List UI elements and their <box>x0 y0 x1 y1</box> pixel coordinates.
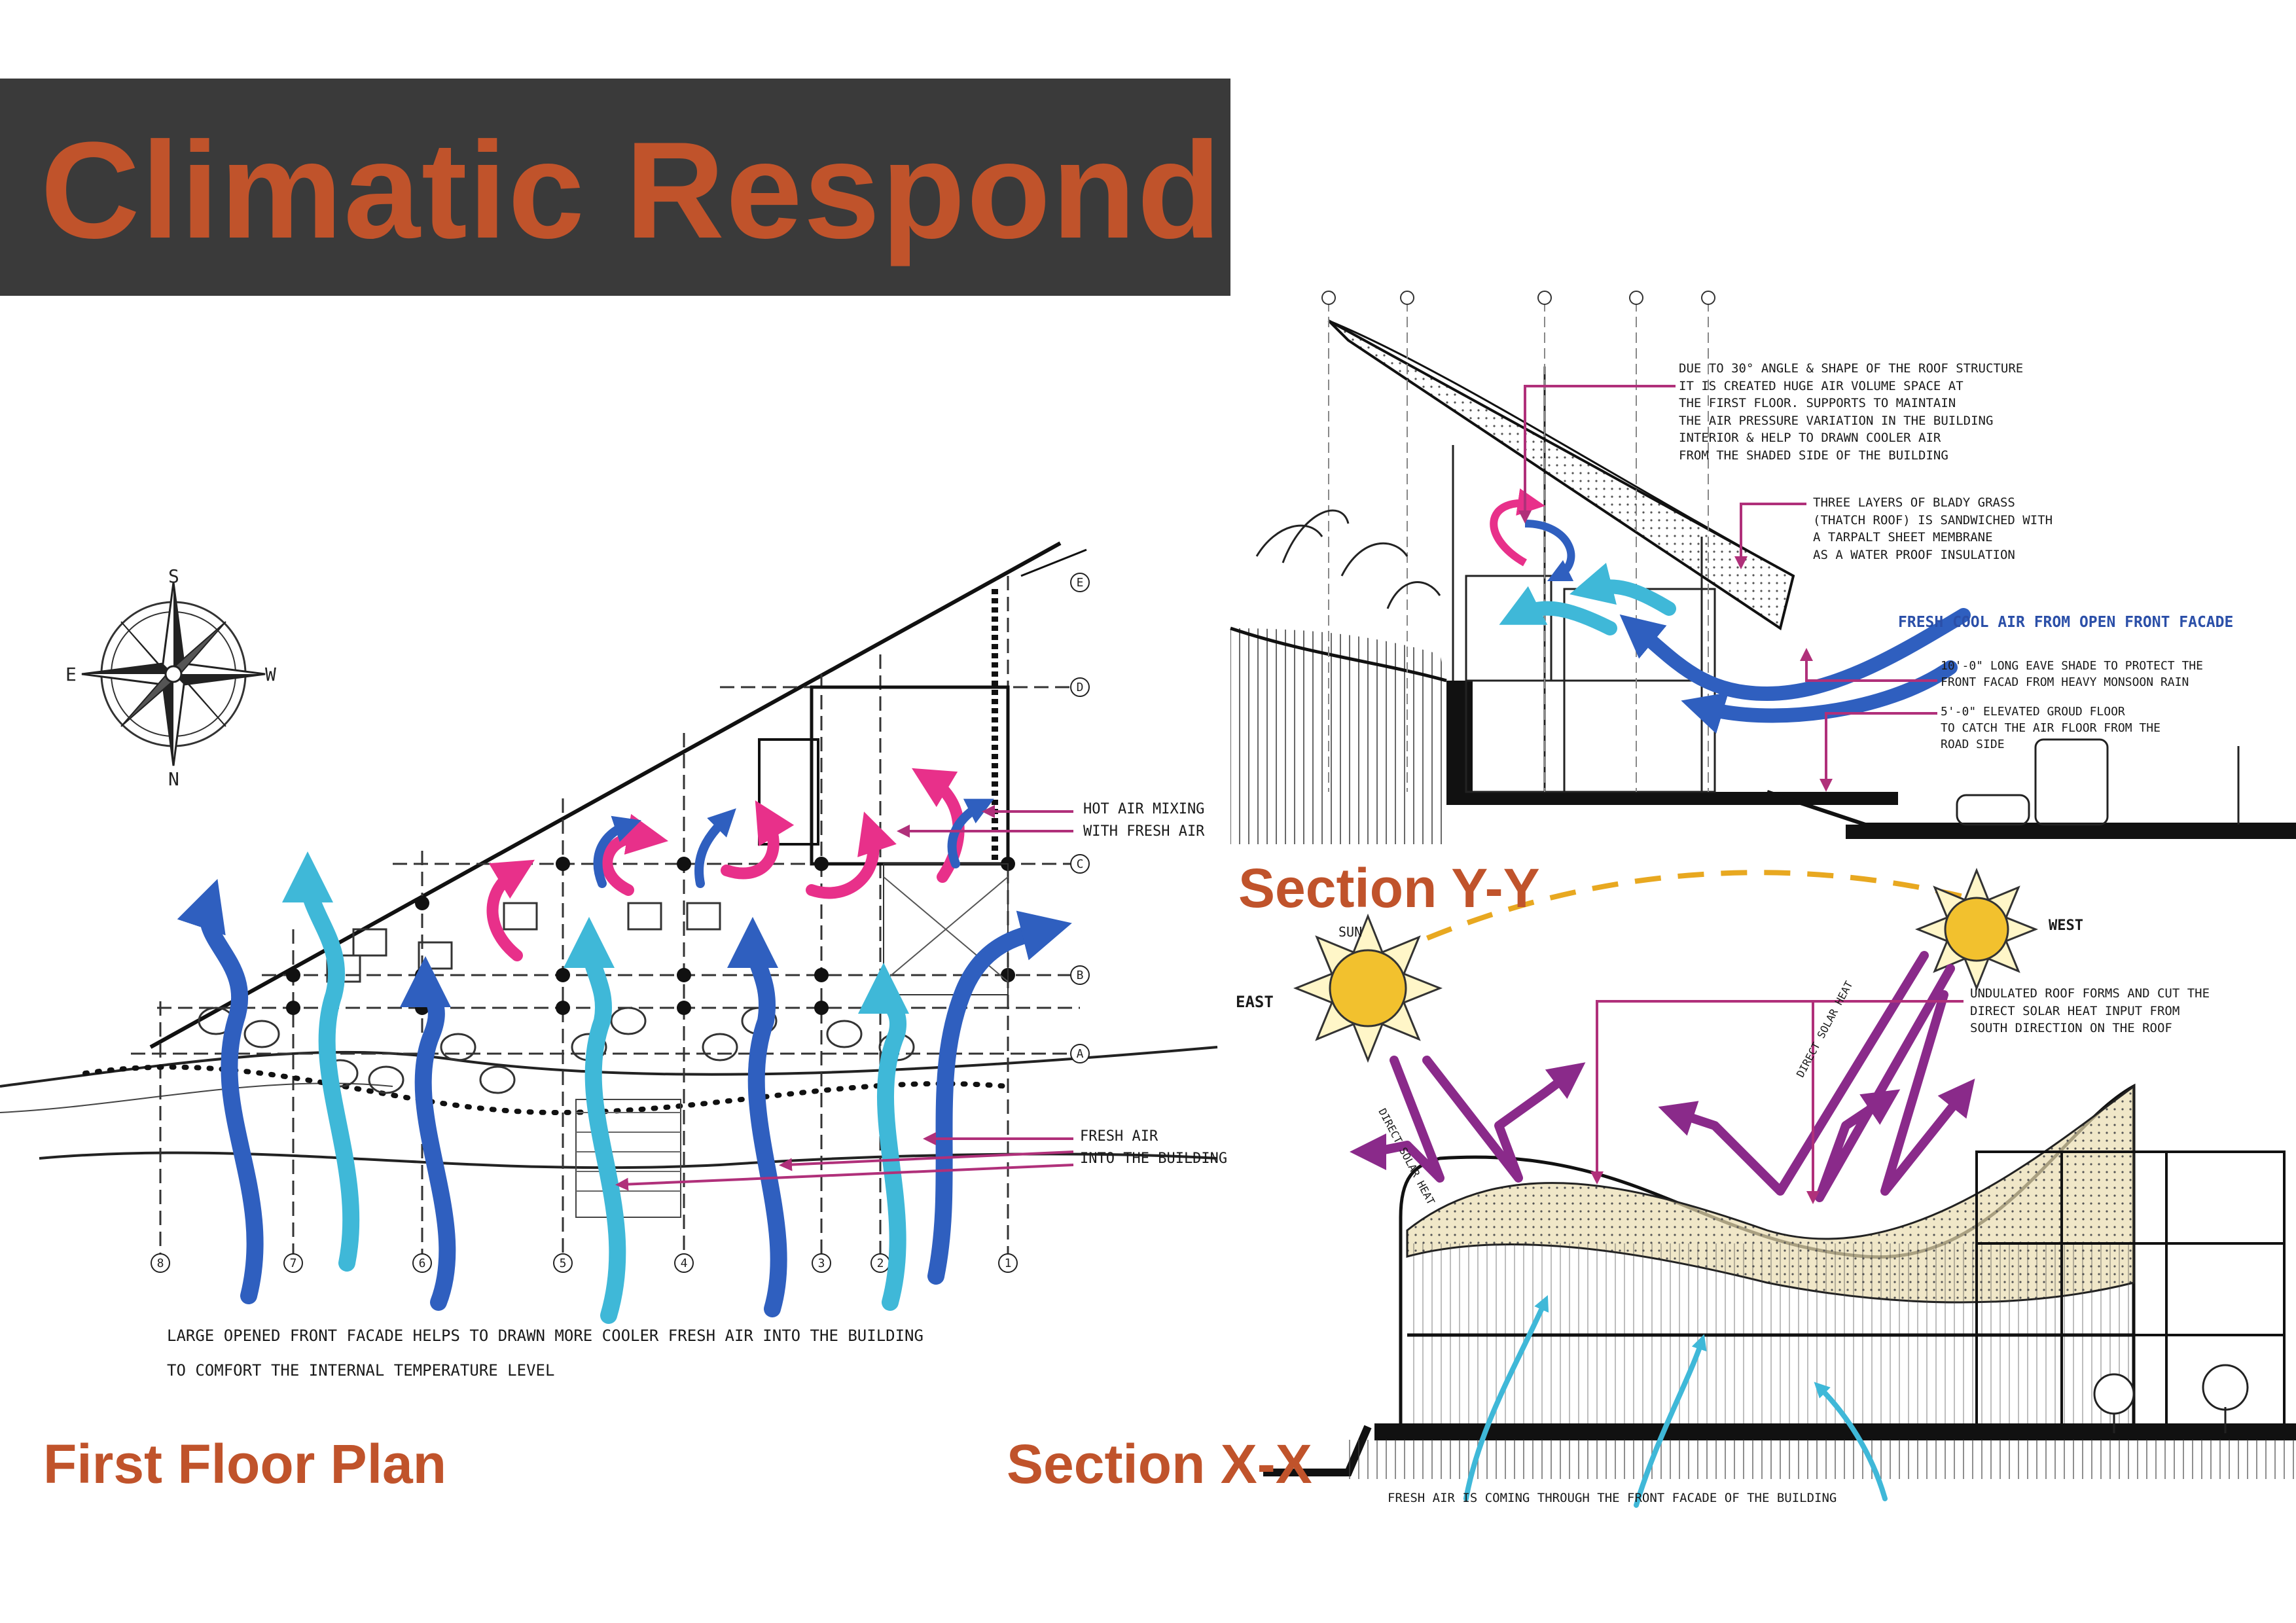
grid-col-label: 4 <box>681 1257 688 1270</box>
compass-w: W <box>265 664 276 685</box>
grid-col-label: 2 <box>877 1257 884 1270</box>
grid-col-label: 1 <box>1005 1257 1012 1270</box>
floor-plan <box>0 541 1218 1324</box>
grid-row-label: B <box>1077 969 1084 982</box>
sun-east-icon <box>1293 913 1443 1063</box>
note-facade-1: LARGE OPENED FRONT FACADE HELPS TO DRAWN… <box>167 1327 924 1345</box>
section-xx-drawing <box>1263 867 2296 1508</box>
section-yy-drawing <box>1230 291 2296 844</box>
grid-col-label: 3 <box>818 1257 825 1270</box>
grid-col-label: 7 <box>290 1257 297 1270</box>
note-thatch: THREE LAYERS OF BLADY GRASS (THATCH ROOF… <box>1813 495 2053 562</box>
note-eave: 10'-0" LONG EAVE SHADE TO PROTECT THE FR… <box>1941 659 2203 690</box>
grid-row-label: C <box>1077 857 1084 871</box>
note-fresh-facade: FRESH AIR IS COMING THROUGH THE FRONT FA… <box>1388 1491 1837 1505</box>
compass-s: S <box>168 565 179 587</box>
note-hot-air-1: HOT AIR MIXING <box>1083 801 1205 817</box>
label-first-floor-plan: First Floor Plan <box>43 1433 447 1495</box>
grid-row-label: D <box>1077 681 1084 694</box>
note-west: WEST <box>2049 918 2083 934</box>
note-roof-forms: UNDULATED ROOF FORMS AND CUT THE DIRECT … <box>1970 986 2210 1036</box>
label-section-xx: Section X-X <box>1007 1433 1312 1495</box>
sun-west-icon <box>1914 867 2039 991</box>
plan-grid-columns: 8 7 6 5 4 3 2 1 <box>157 1257 1012 1270</box>
grid-col-label: 5 <box>560 1257 567 1270</box>
grid-col-label: 8 <box>157 1257 164 1270</box>
grid-col-label: 6 <box>419 1257 426 1270</box>
note-east: EAST <box>1236 993 1274 1011</box>
label-section-yy: Section Y-Y <box>1238 857 1540 919</box>
note-elevated: 5'-0" ELEVATED GROUD FLOOR TO CATCH THE … <box>1941 705 2161 752</box>
title-banner <box>0 79 1230 296</box>
note-sun: SUN <box>1338 924 1363 940</box>
plan-grid-rows: E D C B A <box>1077 576 1084 1061</box>
note-roof-angle: DUE TO 30° ANGLE & SHAPE OF THE ROOF STR… <box>1679 361 2024 463</box>
page-title: Climatic Respond <box>41 113 1223 267</box>
compass-n: N <box>168 768 179 790</box>
note-fresh-air-2: INTO THE BUILDING <box>1080 1150 1228 1167</box>
note-fresh-cool-air: FRESH COOL AIR FROM OPEN FRONT FACADE <box>1898 614 2234 631</box>
note-fresh-air-1: FRESH AIR <box>1080 1128 1158 1145</box>
note-facade-2: TO COMFORT THE INTERNAL TEMPERATURE LEVE… <box>167 1361 555 1380</box>
compass-e: E <box>65 664 77 685</box>
grid-row-label: E <box>1077 576 1084 590</box>
note-hot-air-2: WITH FRESH AIR <box>1083 823 1205 840</box>
grid-row-label: A <box>1077 1047 1084 1061</box>
compass-rose-icon <box>81 582 266 766</box>
